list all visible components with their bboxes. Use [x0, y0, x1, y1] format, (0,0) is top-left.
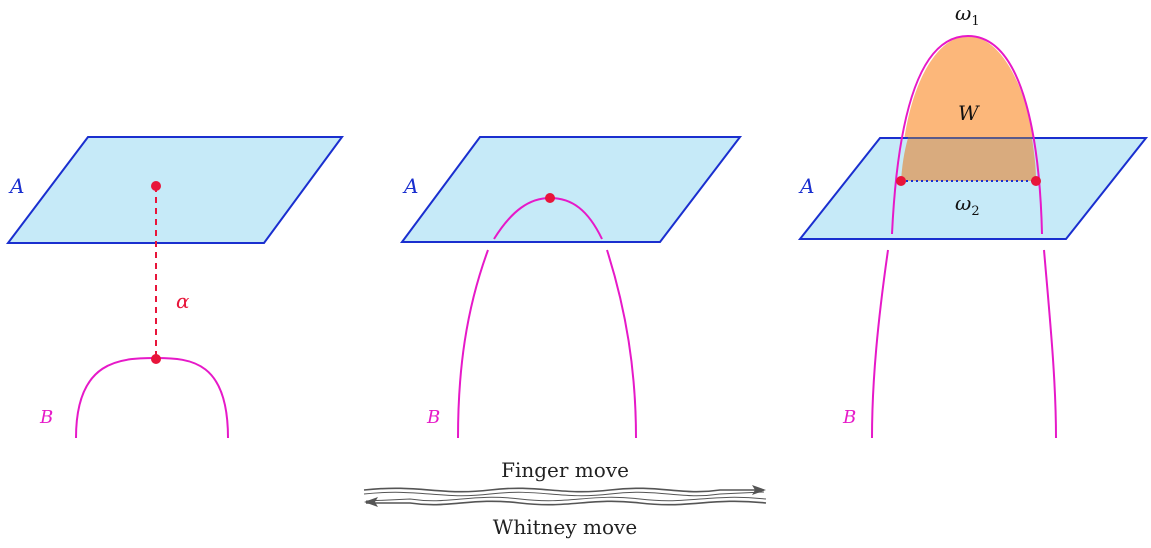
whitney-disk-label: W [958, 101, 980, 125]
omega1-label: ω1 [955, 1, 980, 29]
arrow-head-left [364, 497, 378, 507]
curve-b-label: B [842, 407, 856, 428]
arc-alpha-label: α [176, 289, 190, 313]
intersection-point [151, 354, 161, 364]
curve-b-upper [891, 34, 1043, 235]
curve-b-lower-left [457, 249, 489, 439]
curve-b-lower-right [1043, 249, 1057, 439]
panel-middle: A B [400, 136, 743, 439]
panel-right: A W ω1 ω2 B [797, 1, 1149, 439]
whitney-move-label: Whitney move [493, 515, 637, 539]
finger-move-arrow [363, 487, 764, 493]
plane-a-label: A [402, 174, 418, 198]
curve-b-lower-left [871, 249, 889, 439]
curve-b-lower-right [606, 249, 637, 439]
arrow-head-right [752, 485, 766, 495]
curve-b-label: B [39, 407, 53, 428]
intersection-point [545, 193, 555, 203]
intersection-point [896, 176, 906, 186]
plane-a [400, 136, 743, 243]
curve-b-label: B [426, 407, 440, 428]
intersection-point [1031, 176, 1041, 186]
omega2-label: ω2 [955, 191, 980, 219]
plane-a [5, 136, 344, 244]
whitney-move-arrow-line2 [365, 496, 767, 502]
move-arrows: Finger move Whitney move [363, 458, 767, 539]
plane-a [797, 137, 1149, 240]
intersection-point [151, 181, 161, 191]
panel-left: A α B [5, 136, 344, 439]
finger-move-arrow-line2 [363, 491, 765, 497]
finger-move-label: Finger move [501, 458, 629, 482]
whitney-disk-overlap [901, 138, 1036, 181]
whitney-move-arrow [366, 500, 767, 506]
curve-b [75, 356, 229, 439]
plane-a-label: A [798, 174, 814, 198]
plane-a-label: A [8, 174, 24, 198]
